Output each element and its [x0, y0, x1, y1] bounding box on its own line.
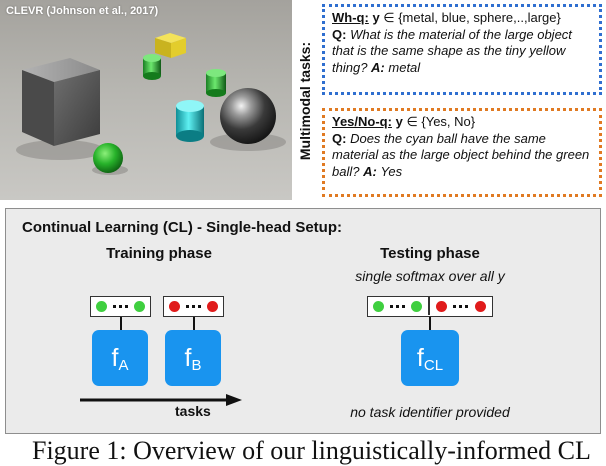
model-b-letter: f — [184, 344, 192, 372]
ellipsis-dot — [465, 305, 468, 308]
tasks-arrow-head — [226, 394, 242, 406]
red-output-dot — [475, 301, 486, 312]
training-phase-title: Training phase — [106, 245, 212, 262]
green-cylinder-back — [206, 69, 226, 97]
model-a-box: fA — [92, 330, 148, 386]
wh-question-header: Wh-q: y ∈ {metal, blue, sphere,..,large} — [332, 10, 592, 27]
wh-question-body: Q: What is the material of the large obj… — [332, 27, 592, 77]
ellipsis-dot — [453, 305, 456, 308]
model-a-letter: f — [111, 344, 119, 372]
red-output-dot — [169, 301, 180, 312]
green-output-dot — [373, 301, 384, 312]
ellipsis-dot — [186, 305, 189, 308]
clevr-scene-drawing — [16, 33, 286, 175]
wh-a-label: A: — [371, 59, 385, 75]
wh-y-label: y — [372, 10, 380, 25]
green-output-dot — [96, 301, 107, 312]
metal-sphere — [220, 88, 276, 144]
figure-caption: Figure 1: Overview of our linguistically… — [32, 436, 591, 465]
single-head-output-box — [367, 296, 493, 317]
green-output-dot — [411, 301, 422, 312]
wh-question-text: What is the material of the large object… — [332, 26, 572, 75]
multimodal-tasks-label: Multimodal tasks: — [297, 41, 313, 161]
cyan-cylinder — [176, 100, 204, 142]
ellipsis-dot — [402, 305, 405, 308]
model-cl-subscript: CL — [423, 357, 444, 374]
model-cl-box: fCL — [401, 330, 459, 386]
ellipsis-dot — [192, 305, 195, 308]
red-output-dot — [207, 301, 218, 312]
gray-metal-cube — [22, 58, 100, 146]
ellipsis-dot — [113, 305, 116, 308]
tasks-label: tasks — [175, 403, 211, 419]
yesno-a-label: A: — [363, 163, 377, 179]
yesno-question-text: Does the cyan ball have the same materia… — [332, 130, 590, 179]
yesno-question-header: Yes/No-q: y ∈ {Yes, No} — [332, 114, 592, 131]
yesno-y-set: ∈ {Yes, No} — [402, 114, 476, 129]
head-a-connector — [120, 317, 122, 330]
green-output-dot — [134, 301, 145, 312]
no-task-identifier-note: no task identifier provided — [350, 404, 510, 420]
head-a-output-box — [90, 296, 151, 317]
cl-panel-title: Continual Learning (CL) - Single-head Se… — [22, 219, 342, 236]
ellipsis-dot — [390, 305, 393, 308]
model-cl-letter: f — [416, 344, 424, 372]
ellipsis-dot — [119, 305, 122, 308]
continual-learning-panel — [5, 208, 601, 434]
wh-answer-text: metal — [388, 59, 421, 75]
model-b-subscript: B — [191, 357, 202, 374]
red-output-dot — [436, 301, 447, 312]
single-head-connector — [429, 317, 431, 330]
model-b-box: fB — [165, 330, 221, 386]
head-b-connector — [193, 317, 195, 330]
wh-q-label: Q: — [332, 26, 347, 42]
ellipsis-dot — [198, 305, 201, 308]
multimodal-label-container: Multimodal tasks: — [290, 8, 320, 194]
yesno-y-label: y — [395, 114, 403, 129]
yesno-question-box: Yes/No-q: y ∈ {Yes, No} Q: Does the cyan… — [322, 108, 602, 197]
cube-shadow — [16, 140, 104, 160]
softmax-note: single softmax over all y — [355, 268, 505, 284]
ellipsis-dot — [396, 305, 399, 308]
ellipsis-dot — [459, 305, 462, 308]
yellow-cube — [155, 33, 186, 58]
model-a-subscript: A — [118, 357, 129, 374]
wh-question-box: Wh-q: y ∈ {metal, blue, sphere,..,large}… — [322, 4, 602, 95]
yesno-q-type-label: Yes/No-q: — [332, 114, 392, 129]
clevr-scene-image — [0, 0, 292, 200]
head-b-output-box — [163, 296, 224, 317]
testing-phase-title: Testing phase — [380, 245, 480, 262]
yesno-question-body: Q: Does the cyan ball have the same mate… — [332, 131, 592, 181]
green-ball — [93, 143, 123, 173]
ellipsis-dot — [125, 305, 128, 308]
head-divider — [428, 297, 430, 315]
yesno-q-label: Q: — [332, 130, 347, 146]
yesno-answer-text: Yes — [380, 163, 403, 179]
wh-y-set: ∈ {metal, blue, sphere,..,large} — [379, 10, 561, 25]
tasks-arrow — [80, 394, 242, 406]
wh-q-type-label: Wh-q: — [332, 10, 369, 25]
green-cylinder-small — [143, 54, 161, 80]
scene-caption: CLEVR (Johnson et al., 2017) — [6, 5, 159, 17]
